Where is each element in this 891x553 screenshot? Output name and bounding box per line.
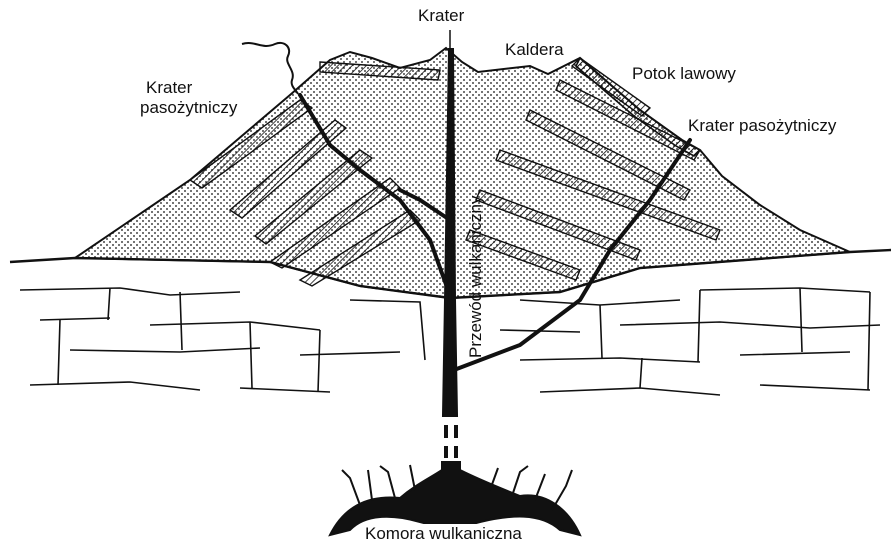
conduit-dashes: [446, 425, 456, 458]
lava-flow-label: Potok lawowy: [632, 64, 736, 83]
smoke-plume-left: [242, 43, 298, 94]
parasitic-crater-right-label: Krater pasożytniczy: [688, 116, 836, 135]
crater-label: Krater: [418, 6, 464, 25]
magma-chamber-label: Komora wulkaniczna: [362, 524, 525, 544]
parasitic-crater-left-label-line1: Krater: [146, 78, 192, 97]
volcanic-conduit-label: Przewód wulkaniczny: [466, 195, 486, 358]
parasitic-crater-left-label-line2: pasożytniczy: [140, 98, 237, 117]
caldera-label: Kaldera: [505, 40, 564, 59]
